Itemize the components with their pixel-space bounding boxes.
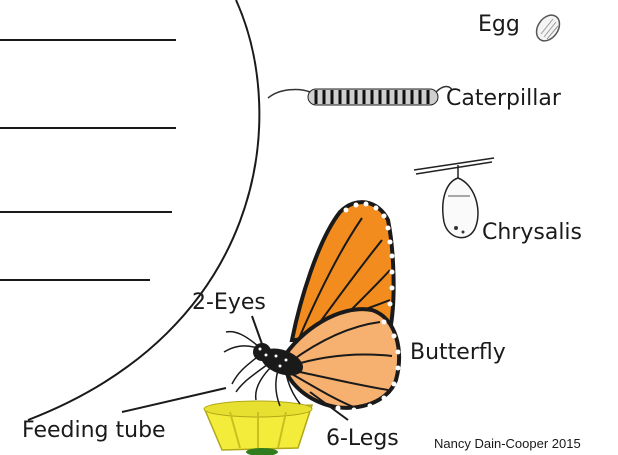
label-eyes: 2-Eyes bbox=[192, 292, 266, 314]
label-chrysalis: Chrysalis bbox=[482, 222, 582, 244]
label-caterpillar: Caterpillar bbox=[446, 88, 561, 110]
caterpillar-icon bbox=[268, 87, 452, 106]
writing-lines bbox=[0, 40, 176, 280]
eyes-pointer bbox=[252, 316, 262, 344]
label-butterfly: Butterfly bbox=[410, 342, 506, 364]
label-feeding-tube: Feeding tube bbox=[22, 420, 166, 442]
label-egg: Egg bbox=[478, 14, 520, 36]
egg-icon bbox=[532, 11, 564, 45]
proboscis bbox=[232, 358, 256, 384]
label-legs: 6-Legs bbox=[326, 428, 399, 450]
cycle-circle-arc bbox=[28, 0, 259, 420]
yellow-flower-icon bbox=[204, 401, 312, 455]
credit-text: Nancy Dain-Cooper 2015 bbox=[434, 437, 581, 450]
